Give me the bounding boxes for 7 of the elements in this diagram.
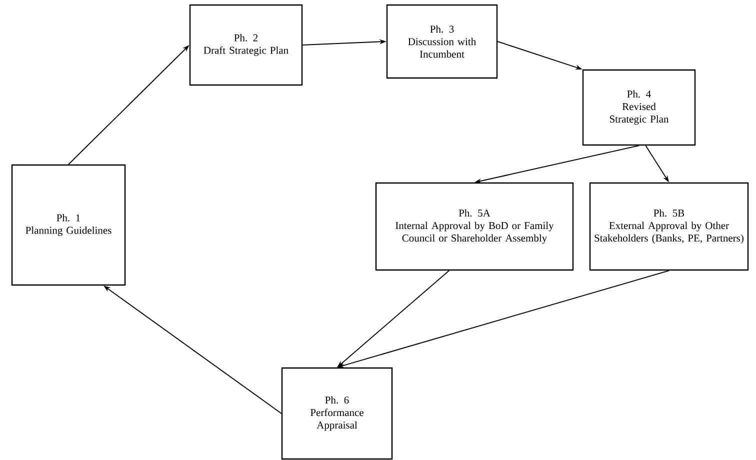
phase-box: Ph. 5A Internal Approval by BoD or Family Council or Shareholder Assembly: [375, 182, 574, 271]
phase-box: Ph. 3 Discussion with Incumbent: [386, 4, 498, 79]
phase-box: Ph. 4 Revised Strategic Plan: [582, 69, 696, 146]
phase-box: Ph. 2 Draft Strategic Plan: [189, 4, 303, 86]
phase-box: Ph. 1 Planning Guidelines: [11, 164, 126, 286]
phase-box: Ph. 5B External Approval by Other Stakeholders (Banks, PE, Partners): [589, 182, 749, 271]
phase-box: Ph. 6 Performance Appraisal: [281, 367, 393, 460]
